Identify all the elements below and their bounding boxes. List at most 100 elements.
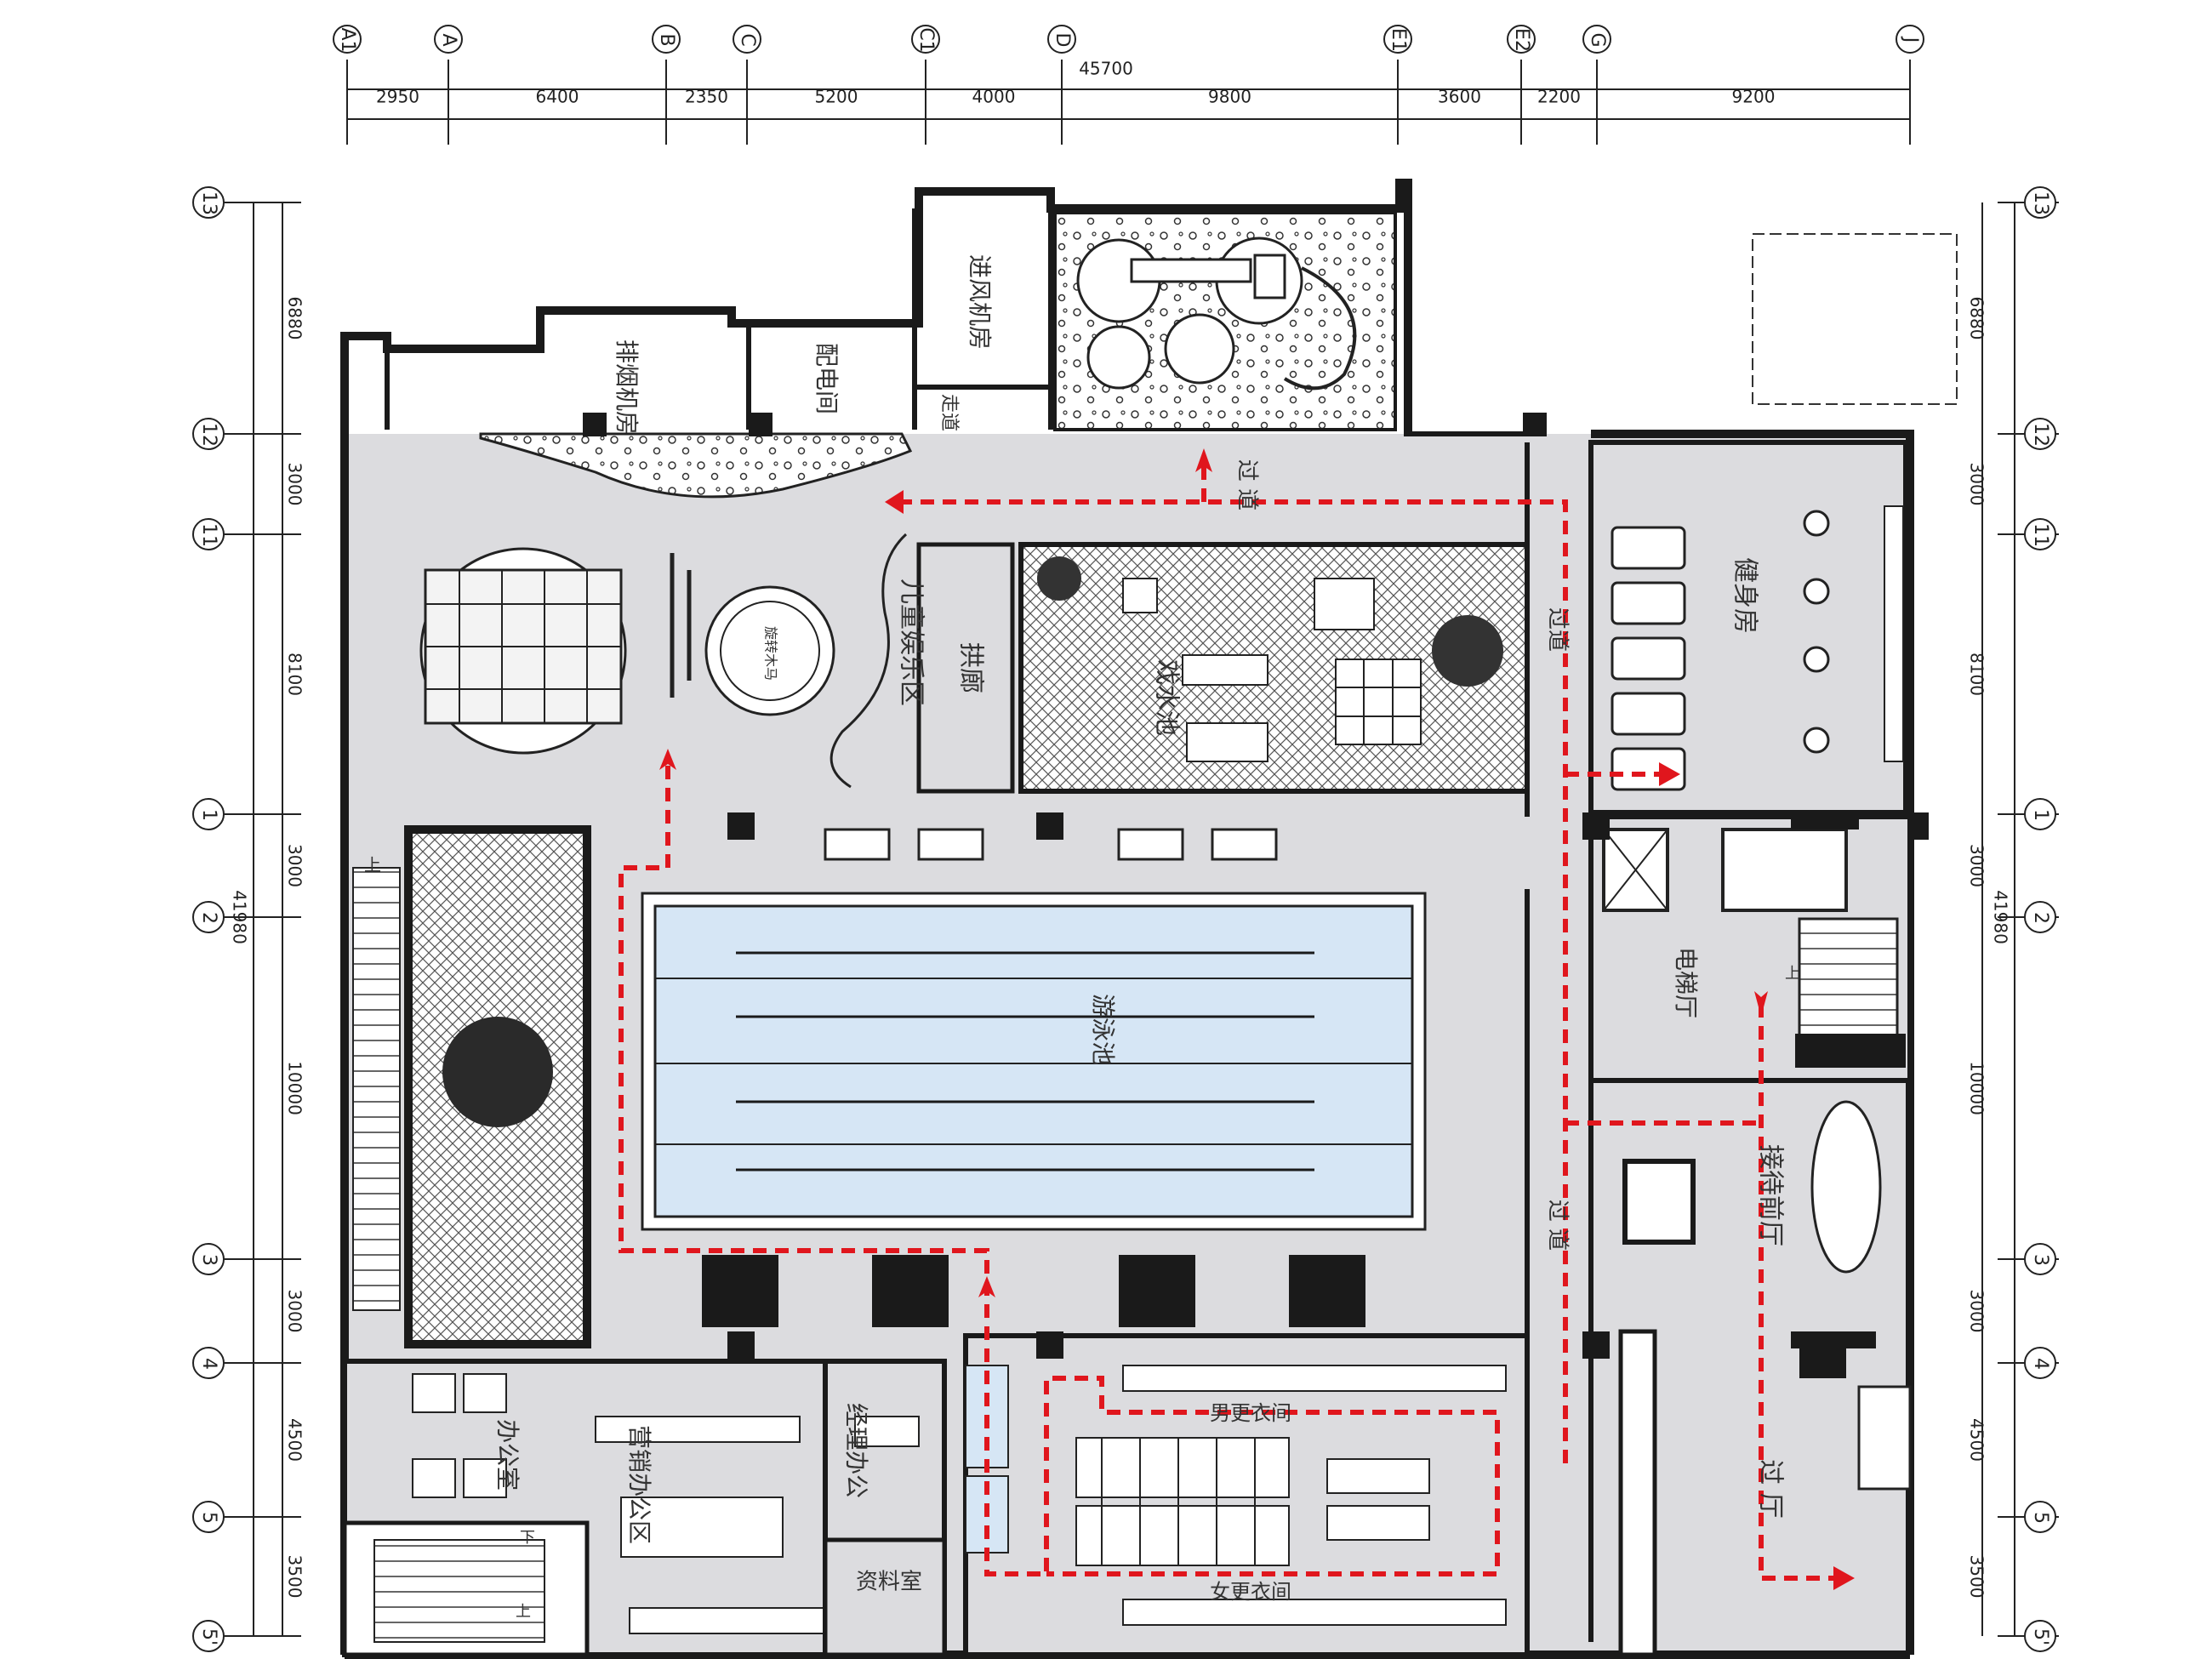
- room-label-walkway: 走道: [938, 394, 960, 431]
- left-axis-label: 4: [198, 1358, 219, 1370]
- left-axis-bubble: [192, 798, 225, 830]
- room-label-exhaust-room: 排烟机房: [613, 339, 641, 435]
- room-label-reception-hall: 接待前厅: [1756, 1144, 1786, 1246]
- top-dim-value: 2950: [376, 87, 419, 107]
- left-axis-label: 2: [198, 912, 219, 924]
- top-axis-label: G: [1587, 32, 1608, 47]
- play-pool-garden: [1053, 211, 1397, 431]
- room-label-up-left: 上: [364, 855, 381, 875]
- right-axis-bubble: [2024, 1501, 2056, 1533]
- left-axis-bubble: [192, 186, 225, 219]
- right-dim-value: 3500: [1967, 1555, 1987, 1599]
- top-dim-value: 5200: [815, 87, 858, 107]
- room-label-archive: 资料室: [856, 1570, 922, 1595]
- left-axis-bubble: [192, 1620, 225, 1652]
- top-axis-bubble: [1896, 25, 1924, 54]
- right-axis-label: 12: [2030, 423, 2051, 447]
- left-axis-bubble: [192, 518, 225, 550]
- office-block: [342, 1359, 947, 1657]
- top-axis-bubble: [911, 25, 940, 54]
- left-dim-value: 4500: [285, 1418, 305, 1462]
- right-dim-value: 10000: [1967, 1061, 1987, 1115]
- top-axis-label: D: [1052, 33, 1073, 48]
- play-pool-deck: [1018, 542, 1530, 794]
- room-label-up-right: 上: [1785, 965, 1800, 983]
- left-dim-value: 6880: [285, 297, 305, 340]
- room-label-carousel: 旋转木马: [763, 626, 779, 681]
- mechanical-rooms: [385, 208, 1053, 430]
- left-axis-bubble: [192, 418, 225, 450]
- room-label-women-changing: 女更衣间: [1210, 1580, 1291, 1604]
- top-axis-bubble: [333, 25, 362, 54]
- left-axis-label: 11: [198, 523, 219, 547]
- pool-loungers-bottom: [702, 1255, 1365, 1327]
- right-axis-label: 4: [2030, 1358, 2051, 1370]
- top-dim-value: 9800: [1208, 87, 1251, 107]
- right-dim-value: 3000: [1967, 463, 1987, 506]
- right-axis-bubble: [2024, 518, 2056, 550]
- left-axis-label: 13: [198, 191, 219, 215]
- top-dim-value: 2350: [685, 87, 728, 107]
- right-axis-bubble: [2024, 1243, 2056, 1275]
- route-arrows: [659, 448, 1855, 1590]
- right-axis-bubble: [2024, 798, 2056, 830]
- right-dim-value: 3000: [1967, 844, 1987, 887]
- left-axis-bubble: [192, 901, 225, 933]
- top-axis-label: E1: [1388, 28, 1409, 52]
- top-axis-label: A1: [337, 27, 358, 52]
- top-axis-label: C: [737, 33, 758, 46]
- top-dim-value: 3600: [1438, 87, 1481, 107]
- left-axis-bubble: [192, 1243, 225, 1275]
- top-axis-label: A: [438, 33, 459, 46]
- changing-rooms: [963, 1333, 1530, 1657]
- right-axis-label: 2: [2030, 912, 2051, 924]
- room-label-elevator-hall: 电梯厅: [1672, 947, 1700, 1018]
- left-axis-label: 12: [198, 423, 219, 447]
- round-plaza: [419, 547, 692, 755]
- carousel: [704, 585, 835, 716]
- kids-area-curve: [830, 533, 908, 789]
- right-axis-label: 5: [2030, 1512, 2051, 1524]
- top-axis-bubble: [1507, 25, 1536, 54]
- top-axis-label: B: [656, 33, 677, 46]
- top-total-dim: 45700: [1079, 59, 1133, 79]
- room-label-men-changing: 男更衣间: [1210, 1401, 1291, 1425]
- room-label-gym: 健身房: [1730, 557, 1760, 634]
- left-dim-value: 10000: [285, 1061, 305, 1115]
- right-dim-value: 4500: [1967, 1418, 1987, 1462]
- swimming-pool: [641, 892, 1427, 1231]
- room-label-corridor-top: 过 道: [1234, 459, 1260, 510]
- top-axis-bubble: [1047, 25, 1076, 54]
- top-dim-value: 6400: [536, 87, 579, 107]
- top-dim-value: 2200: [1537, 87, 1581, 107]
- reception-area: [1618, 1100, 1912, 1657]
- right-axis-label: 5': [2030, 1628, 2051, 1645]
- right-axis-bubble: [2024, 1347, 2056, 1379]
- left-axis-label: 1: [198, 809, 219, 821]
- room-label-play-pool: 戏水池: [1152, 659, 1182, 736]
- gym: [1588, 440, 1908, 815]
- pebble-strip: [479, 432, 913, 499]
- right-axis-bubble: [2024, 1620, 2056, 1652]
- right-axis-bubble: [2024, 186, 2056, 219]
- room-label-down: 下: [520, 1529, 535, 1547]
- room-label-arcade: 拱廊: [956, 642, 986, 693]
- left-dim-value: 3000: [285, 463, 305, 506]
- top-axis-bubble: [1383, 25, 1412, 54]
- left-dim-value: 3000: [285, 1290, 305, 1333]
- pool-loungers-top: [824, 828, 1278, 861]
- top-axis-bubble: [733, 25, 761, 54]
- room-label-up-stair: 上: [516, 1603, 531, 1621]
- room-label-corridor-mid: 过 道: [1545, 1200, 1571, 1251]
- left-axis-bubble: [192, 1501, 225, 1533]
- room-label-corridor-right: 过道: [1545, 607, 1571, 652]
- left-dim-value: 3000: [285, 844, 305, 887]
- left-dim-value: 3500: [285, 1555, 305, 1599]
- room-label-power-room: 配电间: [812, 343, 841, 414]
- left-axis-label: 5': [198, 1628, 219, 1645]
- arcade: [916, 542, 1015, 794]
- left-axis-label: 3: [198, 1254, 219, 1266]
- left-courtyard: [352, 825, 591, 1348]
